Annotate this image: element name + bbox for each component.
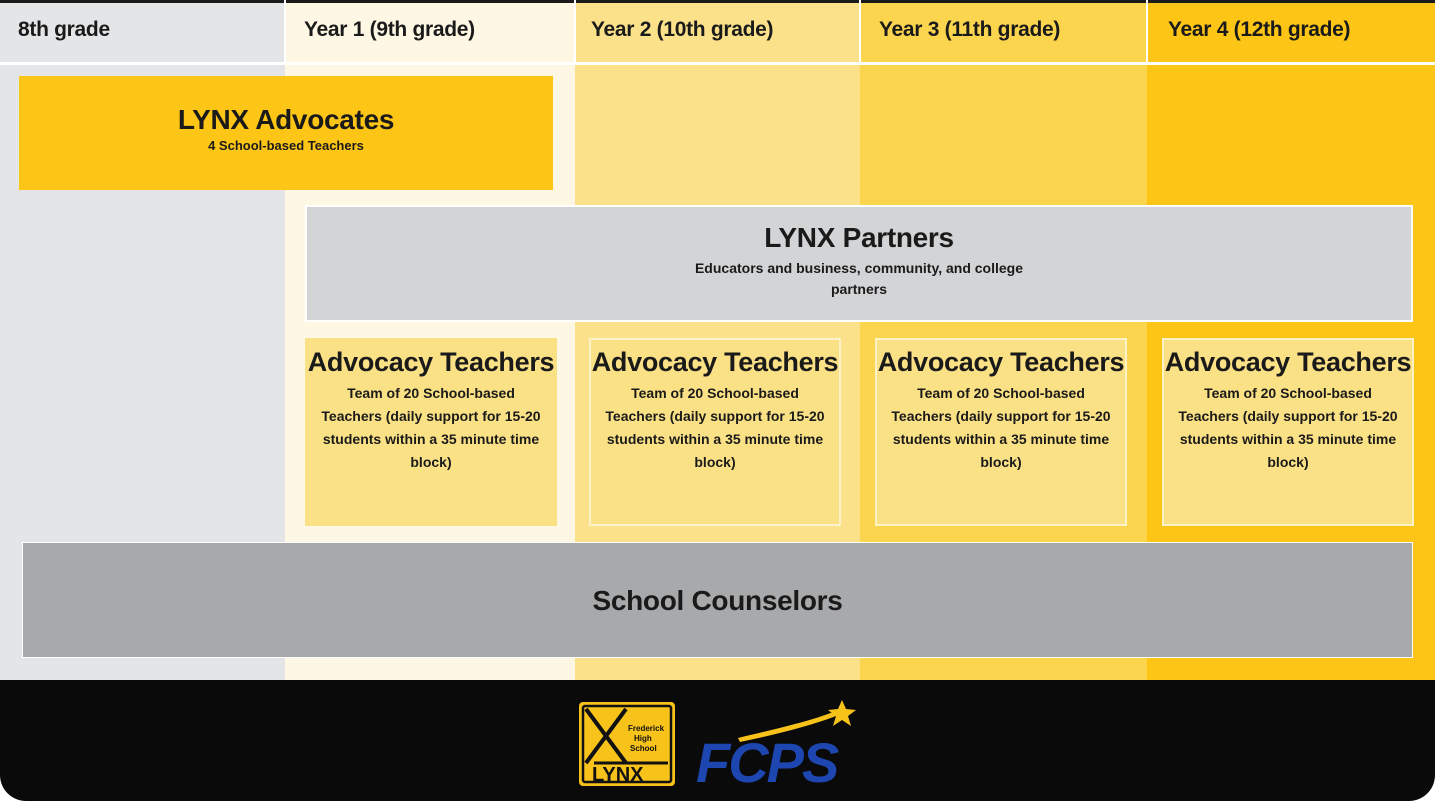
header-column-divider [284,0,286,62]
header-year-2: Year 2 (10th grade) [591,18,774,41]
top-border [0,0,1435,3]
advocacy-teachers-year-1: Advocacy Teachers Team of 20 School-base… [305,338,557,526]
header-column-divider [1146,0,1148,62]
header-year-3: Year 3 (11th grade) [879,18,1061,41]
header-divider [0,62,1435,65]
school-counselors-title: School Counselors [592,585,843,616]
fcps-logo-icon: FCPS [696,700,856,790]
advocacy-teachers-desc: Team of 20 School-based Teachers (daily … [321,385,541,470]
header-year-4: Year 4 (12th grade) [1168,18,1351,41]
lynx-advocates-subtitle: 4 School-based Teachers [208,138,364,153]
lynx-advocates-title: LYNX Advocates [177,104,395,135]
header-8th-grade: 8th grade [18,18,110,41]
lynx-advocates-box: LYNX Advocates 4 School-based Teachers [19,76,553,190]
star-icon [828,700,856,726]
fcps-logo-word: FCPS [696,731,839,790]
school-counselors-box: School Counselors [22,542,1413,658]
advocacy-teachers-title: Advocacy Teachers [591,347,839,377]
header-column-divider [859,0,861,62]
lynx-logo-line3: School [630,744,657,753]
advocacy-teachers-year-2: Advocacy Teachers Team of 20 School-base… [589,338,841,526]
lynx-logo-word: LYNX [592,764,644,786]
lynx-partners-box: LYNX Partners Educators and business, co… [305,205,1413,322]
advocacy-teachers-title: Advocacy Teachers [877,347,1125,377]
advocacy-teachers-title: Advocacy Teachers [1164,347,1412,377]
advocacy-teachers-title: Advocacy Teachers [307,347,555,377]
header-year-1: Year 1 (9th grade) [304,18,475,41]
lynx-partners-title: LYNX Partners [764,222,954,253]
advocacy-teachers-desc: Team of 20 School-based Teachers (daily … [1178,385,1398,470]
lynx-partners-subtitle: Educators and business, community, and c… [694,260,1024,297]
lynx-logo-line2: High [634,734,652,743]
lynx-logo-line1: Frederick [628,724,665,733]
advocacy-teachers-desc: Team of 20 School-based Teachers (daily … [891,385,1111,470]
advocacy-teachers-year-3: Advocacy Teachers Team of 20 School-base… [875,338,1127,526]
footer-bar [0,680,1435,801]
advocacy-teachers-desc: Team of 20 School-based Teachers (daily … [605,385,825,470]
lynx-logo-icon: Frederick High School LYNX [579,702,675,786]
advocacy-teachers-year-4: Advocacy Teachers Team of 20 School-base… [1162,338,1414,526]
header-column-divider [574,0,576,62]
